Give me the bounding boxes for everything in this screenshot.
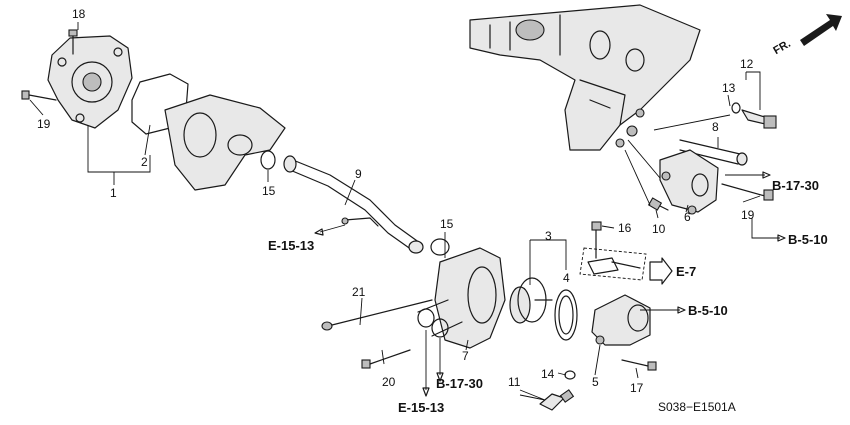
diagram-code: S038−E1501A <box>658 400 736 414</box>
callout-9: 9 <box>355 167 362 181</box>
bolt-18 <box>68 29 78 55</box>
bolt-19-left <box>21 90 57 101</box>
gasket-4 <box>554 289 578 341</box>
callout-15-bottom: 15 <box>440 217 454 231</box>
bolt-19-right <box>721 183 774 201</box>
callout-11: 11 <box>508 375 521 389</box>
bolt-16 <box>591 221 602 259</box>
callout-18: 18 <box>72 7 86 21</box>
ref-b-5-10-mid: B-5-10 <box>688 303 728 318</box>
ref-b-17-30-top: B-17-30 <box>772 178 819 193</box>
callout-15-top: 15 <box>262 184 276 198</box>
callout-21: 21 <box>352 285 366 299</box>
reference-labels: B-17-30 B-5-10 E-15-13 E-7 B-5-10 B-17-3… <box>268 178 828 415</box>
thermostat-3 <box>509 277 553 324</box>
ref-b-5-10-top: B-5-10 <box>788 232 828 247</box>
leader-lines <box>29 22 761 401</box>
o-ring-15-bottom <box>430 238 450 256</box>
water-pipe-9 <box>283 155 424 254</box>
washer-14 <box>564 370 576 380</box>
callout-17: 17 <box>630 381 644 395</box>
engine-block <box>469 4 701 151</box>
callout-5: 5 <box>592 375 599 389</box>
ref-b-17-30-bottom: B-17-30 <box>436 376 483 391</box>
front-label: FR. <box>771 38 792 57</box>
bolt-17 <box>621 359 657 371</box>
callout-4: 4 <box>563 271 570 285</box>
callout-7: 7 <box>462 349 469 363</box>
bolt-21 <box>321 299 433 331</box>
callout-3: 3 <box>545 229 552 243</box>
engine-housing <box>164 94 286 191</box>
sensor-11 <box>539 389 575 411</box>
o-ring-15-top <box>260 150 276 170</box>
front-direction-arrow: FR. <box>771 14 842 57</box>
callout-13: 13 <box>722 81 736 95</box>
water-pump <box>47 35 133 129</box>
ref-e-15-13-bottom: E-15-13 <box>398 400 444 415</box>
bracket-e7 <box>579 247 673 285</box>
callout-19-right: 19 <box>741 208 755 222</box>
reference-arrows <box>314 171 786 397</box>
callout-8: 8 <box>712 120 719 134</box>
callout-14: 14 <box>541 367 555 381</box>
callout-20: 20 <box>382 375 396 389</box>
callout-1: 1 <box>110 186 117 200</box>
callout-2: 2 <box>141 155 148 169</box>
ref-e-15-13-left: E-15-13 <box>268 238 314 253</box>
callout-19-left: 19 <box>37 117 51 131</box>
callout-12: 12 <box>740 57 754 71</box>
callout-6: 6 <box>684 210 691 224</box>
bolt-20 <box>361 349 411 369</box>
thermostat-housing-7 <box>417 247 506 349</box>
housing-6 <box>659 149 719 215</box>
callout-10: 10 <box>652 222 666 236</box>
washer-13 <box>731 102 741 114</box>
callout-numbers: 18 19 2 1 15 9 15 3 4 16 21 7 20 5 17 14… <box>37 7 755 395</box>
callout-16: 16 <box>618 221 632 235</box>
thermostat-cover-5 <box>591 294 651 346</box>
sensor-10 <box>647 197 669 211</box>
ref-e-7: E-7 <box>676 264 696 279</box>
sensor-12 <box>741 109 777 129</box>
